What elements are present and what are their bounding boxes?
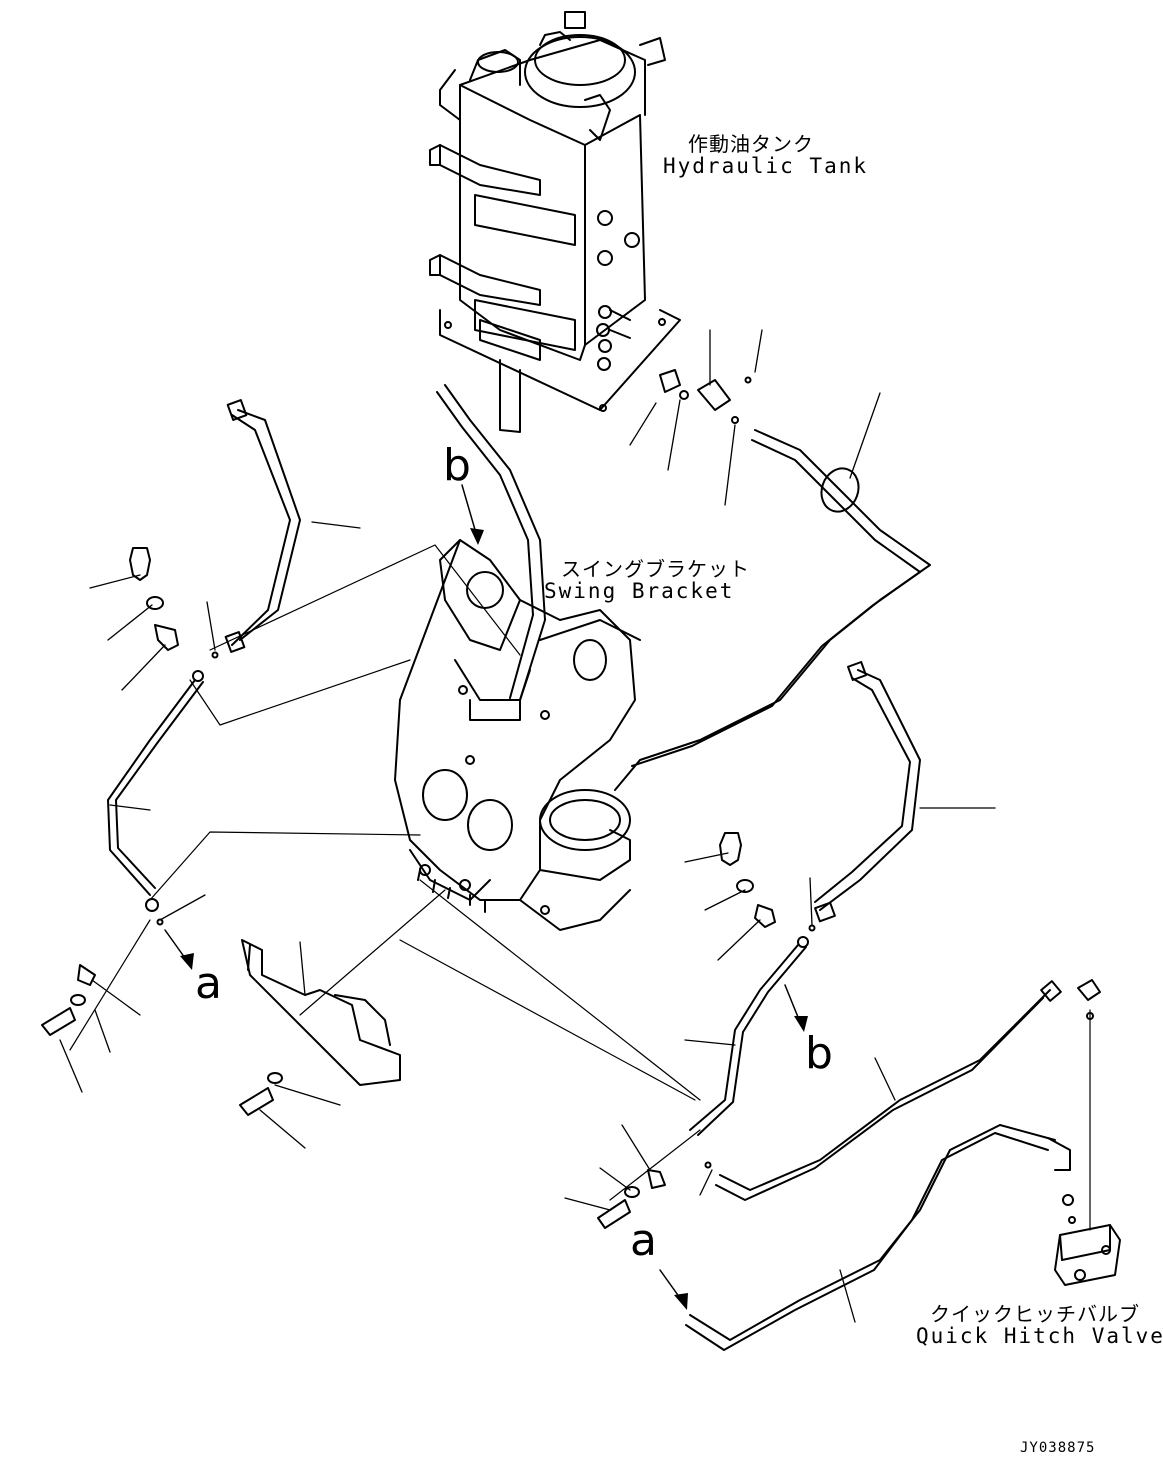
arrowhead [180,953,194,970]
quick-hitch-valve-label-en: Quick Hitch Valve [916,1324,1163,1348]
swing-bracket-label-jp: スイングブラケット [561,557,750,581]
hose-right-upper [814,661,921,923]
hose-quick-hitch-1 [715,980,1062,1201]
hydraulic-tank-label-jp: 作動油タンク [688,132,814,156]
quick-hitch-valve [1054,979,1121,1286]
quick-hitch-valve-label-jp: クイックヒッチバルブ [930,1302,1140,1326]
reference-mark-a-left: a [195,958,222,1009]
arrowhead [674,1293,688,1310]
fittings-tank-port [659,369,752,424]
cover-plate [241,939,401,1086]
drawing-code: JY038875 [1020,1440,1096,1456]
hose-upper-left [224,399,301,653]
pipe-right [689,936,809,1136]
hydraulic-tank [429,11,681,433]
reference-mark-b-right: b [805,1028,833,1079]
reference-lines [69,544,1091,1231]
bolts-and-clamps [41,547,816,1229]
arrowhead [470,528,484,545]
hydraulic-tank-label-en: Hydraulic Tank [663,154,869,178]
arrowhead [794,1016,808,1032]
hose-tank-to-right [614,429,931,791]
hose-quick-hitch-2 [685,1124,1071,1351]
pipe-left [107,670,204,912]
reference-mark-a-bottom: a [630,1215,657,1266]
leader-lines [59,329,996,1323]
hose-long-tank-to-bracket [436,384,546,701]
reference-mark-b-top: b [443,440,471,491]
swing-bracket-label-en: Swing Bracket [544,579,735,603]
